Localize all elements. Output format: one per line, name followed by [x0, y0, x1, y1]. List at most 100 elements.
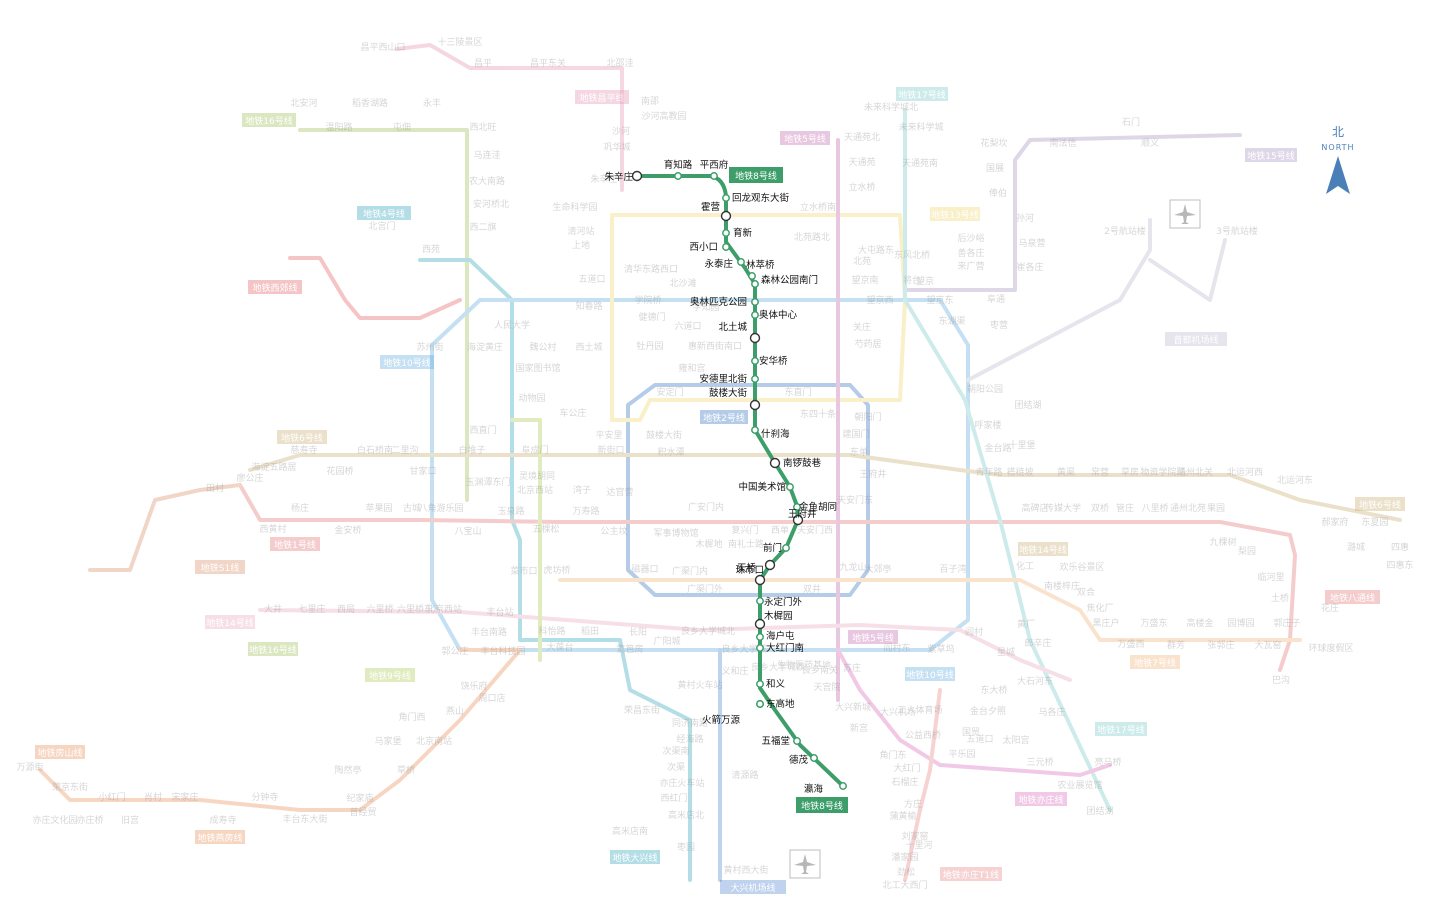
- station-marker[interactable]: [751, 298, 759, 306]
- station-label[interactable]: 五福堂: [761, 735, 790, 747]
- background-station-label: 后沙峪: [957, 233, 984, 244]
- station-marker[interactable]: [751, 375, 759, 383]
- station-label[interactable]: 西小口: [689, 242, 718, 253]
- station-marker[interactable]: [751, 280, 759, 288]
- station-label[interactable]: 天桥: [737, 562, 757, 574]
- station-label[interactable]: 森林公园南门: [761, 274, 818, 286]
- background-station-label: 人民大学: [494, 319, 530, 331]
- station-label[interactable]: 木樨园: [764, 610, 793, 622]
- station-marker[interactable]: [782, 544, 790, 552]
- station-label[interactable]: 北土城: [718, 321, 747, 333]
- station-label[interactable]: 和义: [766, 679, 786, 690]
- station-marker[interactable]: [749, 332, 761, 344]
- line-yanfang: [38, 768, 362, 812]
- background-station-label: 丰台科技园: [480, 645, 525, 657]
- station-marker[interactable]: [710, 172, 718, 180]
- station-marker[interactable]: [751, 311, 759, 319]
- station-label[interactable]: 朱辛庄: [604, 171, 633, 183]
- station-label[interactable]: 霍营: [701, 201, 720, 213]
- station-label[interactable]: 平西府: [700, 159, 729, 171]
- station-marker[interactable]: [722, 243, 730, 251]
- station-label[interactable]: 安华桥: [759, 355, 788, 367]
- station-marker[interactable]: [756, 597, 764, 605]
- background-station-label: 八里桥: [1141, 502, 1168, 514]
- station-label[interactable]: 回龙观东大街: [732, 192, 790, 204]
- background-station-label: 义和庄: [721, 665, 748, 677]
- background-station-label: 朝阳公园: [967, 384, 1003, 395]
- station-marker[interactable]: [793, 737, 801, 745]
- station-marker[interactable]: [720, 210, 732, 222]
- background-station-label: 天安门西: [797, 524, 833, 536]
- line-7: [558, 578, 1302, 642]
- background-station-label: 湾子: [573, 484, 591, 496]
- station-label[interactable]: 海户屯: [766, 630, 795, 642]
- station-marker[interactable]: [793, 503, 801, 511]
- station-label[interactable]: 王府井: [788, 508, 817, 520]
- background-station-label: 张郭庄: [1207, 639, 1234, 651]
- background-station-label: 潘家园: [891, 851, 918, 863]
- station-marker[interactable]: [631, 170, 643, 182]
- station-marker[interactable]: [749, 399, 761, 411]
- station-marker[interactable]: [722, 194, 730, 202]
- station-marker[interactable]: [810, 754, 818, 762]
- station-label[interactable]: 永泰庄: [704, 258, 733, 270]
- station-marker[interactable]: [756, 700, 764, 708]
- station-label[interactable]: 火箭万源: [702, 714, 741, 726]
- station-label[interactable]: 安德里北街: [699, 373, 747, 385]
- background-station-label: 魏公村: [529, 341, 556, 353]
- background-station-label: 梨园: [1238, 545, 1256, 557]
- station-label[interactable]: 德茂: [789, 754, 809, 766]
- line-8-tag-top: 地铁8号线: [729, 167, 783, 183]
- station-label[interactable]: 林萃桥: [746, 259, 775, 271]
- station-label[interactable]: 育新: [733, 227, 753, 239]
- background-station-label: 灵境胡同: [519, 470, 555, 482]
- station-marker[interactable]: [674, 172, 682, 180]
- background-station-label: 马连洼: [473, 149, 500, 161]
- background-station-label: 郝家府: [1321, 516, 1348, 528]
- station-label[interactable]: 什刹海: [761, 428, 790, 440]
- station-label[interactable]: 金鱼胡同: [799, 501, 837, 513]
- station-marker[interactable]: [754, 574, 766, 586]
- background-station-label: 稻田: [581, 626, 599, 637]
- station-label[interactable]: 前门: [763, 542, 782, 554]
- station-label[interactable]: 育知路: [664, 159, 693, 171]
- station-marker[interactable]: [751, 426, 759, 434]
- station-marker[interactable]: [737, 258, 745, 266]
- background-station-label: 大兴新城: [835, 701, 871, 713]
- station-label[interactable]: 鼓楼大街: [709, 387, 748, 399]
- background-station-label: 天宫院: [813, 681, 840, 693]
- station-label[interactable]: 大红门南: [766, 642, 804, 654]
- line-tag-label: 地铁亦庄T1线: [943, 869, 999, 881]
- station-marker[interactable]: [722, 229, 730, 237]
- airplane-icon: [1169, 199, 1201, 229]
- background-station-label: 善各庄: [957, 247, 984, 259]
- station-label[interactable]: 永定门外: [764, 596, 803, 608]
- station-marker[interactable]: [756, 633, 764, 641]
- station-label[interactable]: 东高地: [766, 698, 795, 710]
- station-marker[interactable]: [751, 357, 759, 365]
- background-station-label: 群芳: [1167, 639, 1185, 651]
- background-station-label: 平安里: [595, 429, 622, 441]
- station-marker[interactable]: [756, 680, 764, 688]
- station-label[interactable]: 珠市口: [735, 564, 764, 576]
- station-marker[interactable]: [756, 644, 764, 652]
- station-marker[interactable]: [839, 782, 847, 790]
- background-station-label: 将台: [903, 274, 921, 286]
- background-station-label: 亦庄桥: [76, 814, 103, 826]
- station-marker[interactable]: [786, 483, 794, 491]
- station-marker[interactable]: [764, 559, 776, 571]
- station-label[interactable]: 奥林匹克公园: [690, 296, 747, 308]
- station-label[interactable]: 瀛海: [804, 783, 824, 795]
- background-station-label: 青年路: [975, 466, 1002, 478]
- background-station-label: 九龙山: [839, 561, 866, 573]
- background-station-label: 物资学院路: [1140, 466, 1185, 478]
- station-marker[interactable]: [792, 514, 804, 526]
- station-label[interactable]: 奥体中心: [759, 309, 798, 321]
- background-station-label: 巴沟: [1272, 674, 1290, 686]
- station-label[interactable]: 中国美术馆: [738, 481, 786, 493]
- station-marker[interactable]: [769, 457, 781, 469]
- station-marker[interactable]: [754, 618, 766, 630]
- station-label[interactable]: 南锣鼓巷: [783, 457, 822, 469]
- station-marker[interactable]: [748, 272, 756, 280]
